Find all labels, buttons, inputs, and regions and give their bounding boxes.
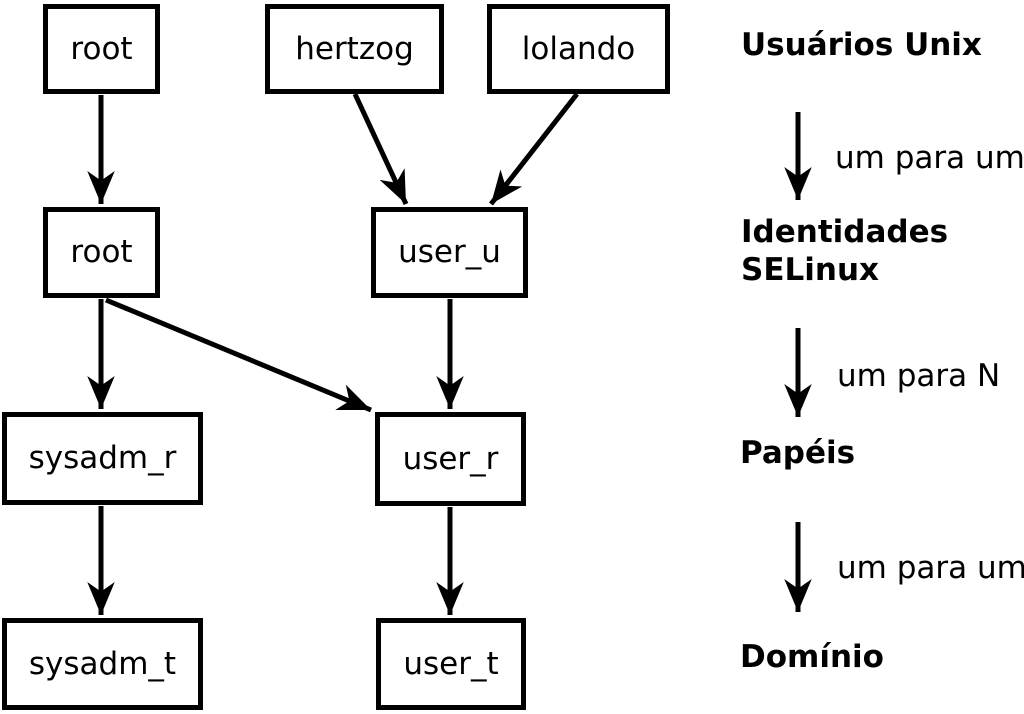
legend-level-selinux-identities: Identidades SELinux	[741, 213, 948, 289]
edge-hertzog-to-user-u	[352, 92, 409, 206]
legend-relation-one-to-one-2: um para um	[837, 550, 1024, 586]
node-selinux-user-u: user_u	[371, 207, 528, 298]
node-selinux-root: root	[43, 207, 160, 298]
legend-level-domain: Domínio	[740, 639, 884, 675]
legend-level-selinux-identities-line2: SELinux	[741, 252, 880, 288]
node-unix-lolando: lolando	[487, 4, 670, 94]
legend-relation-one-to-n: um para N	[837, 358, 1001, 394]
node-unix-root: root	[43, 4, 160, 94]
legend-level-roles: Papéis	[740, 435, 856, 471]
edge-lolando-to-user-u	[489, 92, 579, 206]
node-unix-hertzog: hertzog	[265, 4, 444, 94]
node-role-user-r: user_r	[375, 412, 526, 506]
legend-level-unix-users: Usuários Unix	[741, 27, 982, 63]
node-domain-user-t: user_t	[376, 618, 526, 710]
legend-level-selinux-identities-line1: Identidades	[741, 214, 949, 250]
edge-selroot-to-user-r	[105, 297, 372, 413]
node-role-sysadm-r: sysadm_r	[2, 412, 203, 505]
node-domain-sysadm-t: sysadm_t	[2, 618, 203, 710]
legend-relation-one-to-one-1: um para um	[835, 140, 1024, 176]
